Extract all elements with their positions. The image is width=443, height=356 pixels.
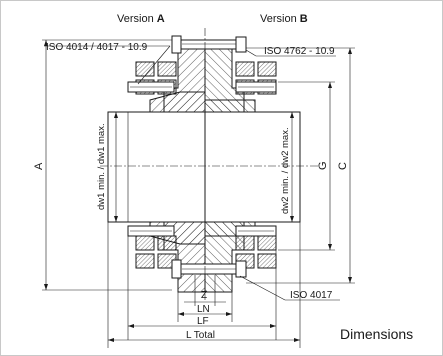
- callout-iso-4014: ISO 4014 / 4017 - 10.9: [46, 42, 148, 53]
- bore-right: [204, 111, 301, 223]
- callout-iso-4762: ISO 4762 - 10.9: [264, 46, 335, 57]
- callout-iso-4017: ISO 4017: [290, 290, 333, 301]
- dim-a-label: A: [33, 162, 45, 170]
- dim-z-label: Z: [201, 290, 207, 301]
- caption-dimensions: Dimensions: [340, 326, 414, 342]
- dim-dw1-label: dw1 min. / dw1 max.: [96, 123, 107, 210]
- bore-left: [107, 111, 206, 223]
- dim-dw2-label: dw2 min. / dw2 max.: [280, 127, 291, 214]
- bolt-flange-top: [171, 39, 245, 50]
- hub-right: [204, 99, 256, 113]
- dim-g-label: G: [317, 161, 329, 170]
- dim-ln-label: LN: [197, 304, 210, 315]
- dim-l-total-label: L Total: [186, 330, 215, 341]
- dim-lf-label: LF: [197, 316, 209, 327]
- version-b-label: Version B: [260, 13, 308, 25]
- version-a-label: Version A: [117, 13, 165, 25]
- dim-c-label: C: [337, 162, 349, 170]
